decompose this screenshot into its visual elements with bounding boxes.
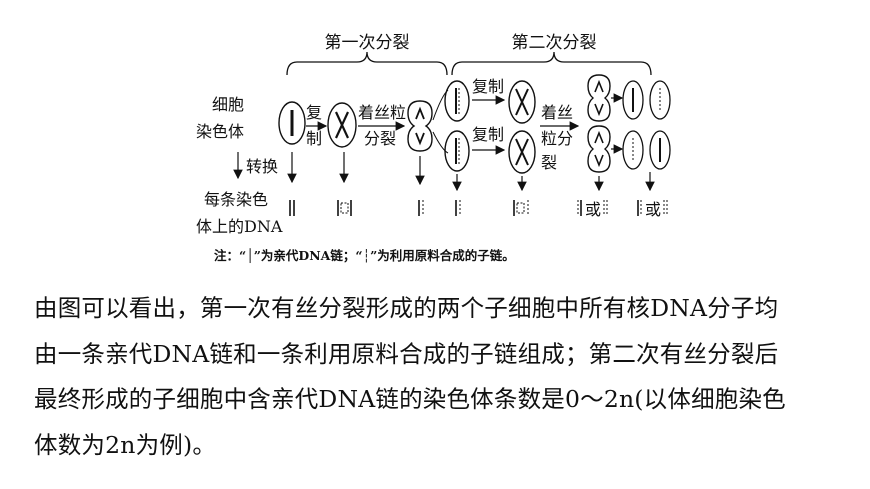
paragraph-line-3: 最终形成的子细胞中含亲代DNA链的染色体条数是0～2n(以体细胞染色 [34,385,786,413]
dna-strands-7: 或 [637,200,668,219]
cell-anaphase [407,100,433,152]
dna-strands-6: 或 [577,200,608,219]
mitosis-dna-diagram: 第一次分裂 第二次分裂 细胞 染色体 复 制 着丝粒 分裂 [196,33,671,264]
daughter-cell-bottom [444,130,470,172]
dna-strands-2 [337,200,352,216]
step-replicate-2: 制 [306,129,322,148]
final-cells-bottom [622,130,671,170]
transform-label: 转换 [246,157,278,176]
final-cells-top [622,80,671,120]
row-label-dna-1: 每条染色 [204,190,268,209]
second-separate-3: 裂 [541,153,557,172]
row-label-chromosome: 染色体 [196,122,244,141]
brace-first-label: 第一次分裂 [325,33,410,53]
dna-strands-1 [289,200,295,216]
second-separate-1: 着丝 [541,103,573,122]
cell-second-anaphase-top [587,74,611,122]
cell-second-metaphase-bottom [508,130,536,174]
row-label-dna-2: 体上的DNA [196,217,283,236]
paragraph-line-2: 由一条亲代DNA链和一条利用原料合成的子链组成；第二次有丝分裂后 [34,339,779,368]
paragraph-line-1: 由图可以看出，第一次有丝分裂形成的两个子细胞中所有核DNA分子均 [34,294,779,322]
explanation-paragraph: 由图可以看出，第一次有丝分裂形成的两个子细胞中所有核DNA分子均 由一条亲代DN… [34,286,864,468]
brace-second-label: 第二次分裂 [512,33,597,53]
brace-second-division [451,51,652,76]
or-label-2: 或 [645,200,661,219]
step-separate-2: 分裂 [364,129,396,148]
step-replicate-1: 复 [306,103,322,122]
diagram-note: 注：“│”为亲代DNA链；“┆”为利用原料合成的子链。 [214,248,515,264]
or-label-1: 或 [585,200,601,219]
dna-strands-3 [418,200,424,216]
cell-interphase [278,101,306,145]
cell-second-metaphase-top [508,80,536,124]
daughter-cell-top [444,80,470,122]
cell-metaphase [327,102,357,148]
row-label-cell: 细胞 [212,95,244,114]
dna-strands-5 [513,200,529,216]
cell-second-anaphase-bottom [587,125,611,173]
paragraph-line-4: 体数为2n为例)。 [34,430,217,459]
second-separate-2: 粒分 [541,129,573,148]
dna-strands-4 [455,200,461,216]
second-replicate-bottom: 复制 [472,125,504,144]
step-separate-1: 着丝粒 [358,103,406,122]
brace-first-division [286,51,448,76]
second-replicate-top: 复制 [472,77,504,96]
